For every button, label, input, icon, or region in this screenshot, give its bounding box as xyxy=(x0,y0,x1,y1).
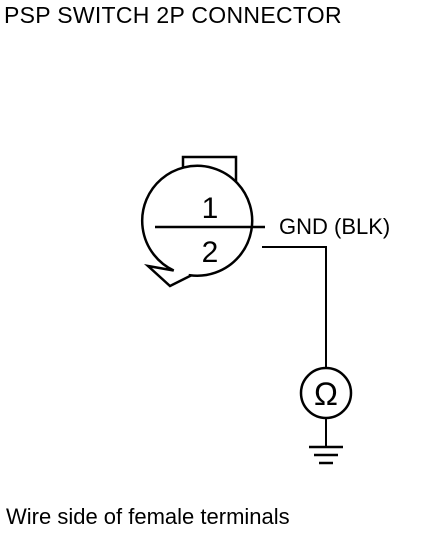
ohm-symbol: Ω xyxy=(314,376,338,412)
ground-icon xyxy=(309,445,343,465)
diagram-caption: Wire side of female terminals xyxy=(6,504,290,529)
wire-label: GND (BLK) xyxy=(279,214,390,239)
gnd-wire xyxy=(262,246,327,368)
terminal-1-label: 1 xyxy=(202,192,219,225)
ohmmeter-icon: Ω xyxy=(299,366,353,420)
diagram-title: PSP SWITCH 2P CONNECTOR xyxy=(4,2,342,28)
connector-2p xyxy=(140,155,265,288)
terminal-2-label: 2 xyxy=(202,236,219,269)
